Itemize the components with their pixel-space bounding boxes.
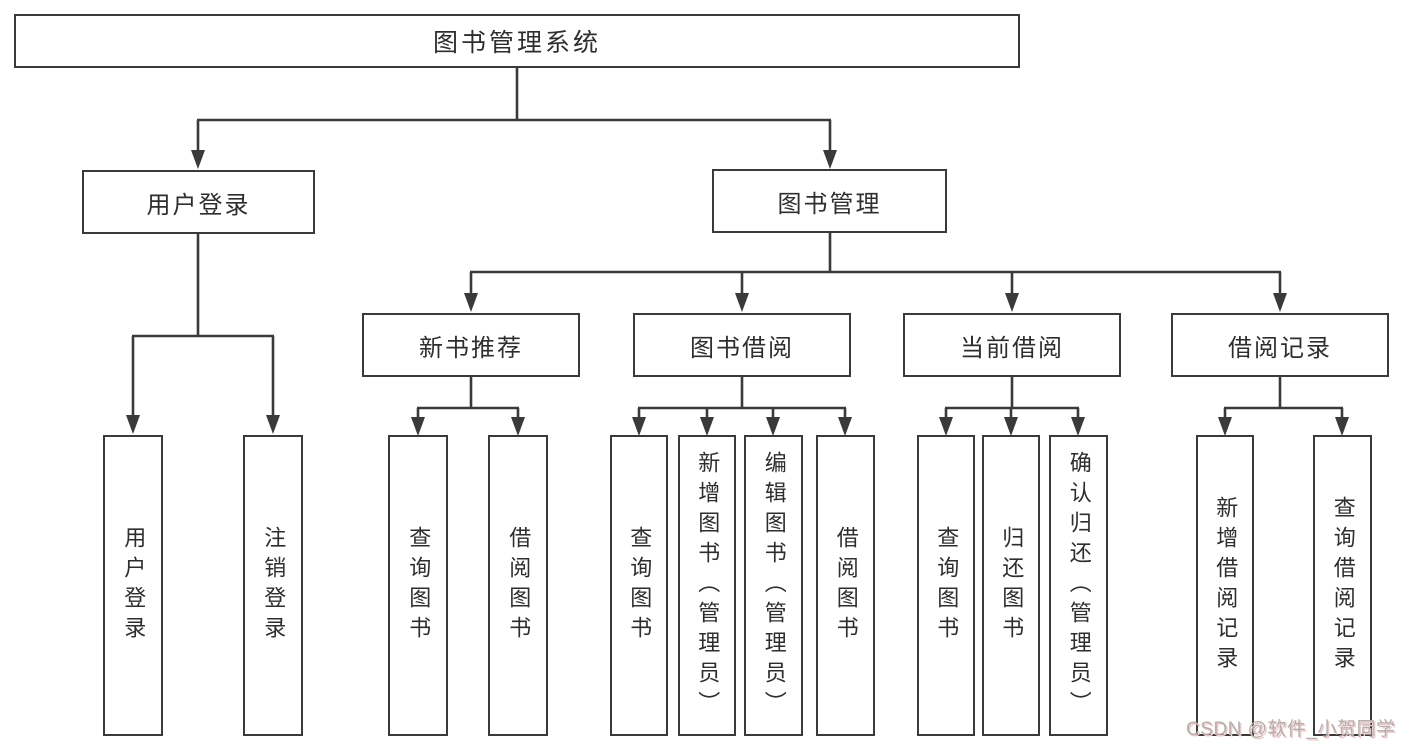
leaf-cb-query-books: 查询图书 — [917, 435, 975, 736]
leaf-nb-borrow-books: 借阅图书 — [488, 435, 548, 736]
node-book-borrow: 图书借阅 — [633, 313, 851, 377]
connector-root — [191, 68, 837, 169]
leaf-cb-query-books-label: 查询图书 — [934, 525, 960, 646]
leaf-user-login: 用户登录 — [103, 435, 163, 736]
leaf-nb-borrow-books-label: 借阅图书 — [506, 525, 532, 646]
leaf-bb-add-books: 新增图书（管理员） — [678, 435, 736, 736]
leaf-user-login-label: 用户登录 — [121, 525, 147, 646]
connector-new-book — [411, 377, 525, 436]
leaf-cb-confirm-return: 确认归还（管理员） — [1049, 435, 1108, 736]
node-root-label: 图书管理系统 — [432, 29, 601, 57]
leaf-bb-query-books-label: 查询图书 — [627, 525, 653, 646]
leaf-bb-borrow-books-label: 借阅图书 — [833, 525, 859, 646]
connector-user-login — [126, 234, 280, 434]
node-user-login: 用户登录 — [82, 170, 315, 234]
leaf-bb-edit-books: 编辑图书（管理员） — [744, 435, 803, 736]
leaf-cb-return-books-label: 归还图书 — [999, 525, 1025, 646]
leaf-br-add-record-label: 新增借阅记录 — [1213, 495, 1239, 676]
node-borrow-records-label: 借阅记录 — [1228, 334, 1332, 362]
node-book-mgmt: 图书管理 — [712, 169, 947, 233]
leaf-bb-query-books: 查询图书 — [610, 435, 668, 736]
node-new-book-rec: 新书推荐 — [362, 313, 580, 377]
leaf-bb-edit-books-label: 编辑图书（管理员） — [761, 450, 787, 721]
leaf-logout-label: 注销登录 — [261, 525, 287, 646]
connector-book-borrow — [632, 377, 852, 436]
leaf-bb-borrow-books: 借阅图书 — [816, 435, 875, 736]
connector-book-mgmt — [464, 233, 1287, 312]
leaf-br-query-record-label: 查询借阅记录 — [1330, 495, 1356, 676]
csdn-watermark: CSDN @软件_小贺同学 — [1186, 719, 1396, 740]
connector-borrow-records — [1218, 377, 1349, 436]
leaf-cb-confirm-return-label: 确认归还（管理员） — [1066, 450, 1092, 721]
leaf-logout: 注销登录 — [243, 435, 303, 736]
leaf-br-add-record: 新增借阅记录 — [1196, 435, 1254, 736]
leaf-bb-add-books-label: 新增图书（管理员） — [695, 450, 721, 721]
connector-current-borrow — [939, 377, 1085, 436]
leaf-nb-query-books-label: 查询图书 — [406, 525, 432, 646]
node-borrow-records: 借阅记录 — [1171, 313, 1389, 377]
leaf-br-query-record: 查询借阅记录 — [1313, 435, 1372, 736]
leaf-cb-return-books: 归还图书 — [982, 435, 1040, 736]
node-current-borrow: 当前借阅 — [903, 313, 1121, 377]
node-book-borrow-label: 图书借阅 — [690, 334, 794, 362]
node-user-login-label: 用户登录 — [146, 191, 251, 219]
node-new-book-rec-label: 新书推荐 — [419, 334, 523, 362]
node-book-mgmt-label: 图书管理 — [777, 190, 882, 218]
node-root: 图书管理系统 — [14, 14, 1020, 68]
node-current-borrow-label: 当前借阅 — [960, 334, 1064, 362]
leaf-nb-query-books: 查询图书 — [388, 435, 448, 736]
